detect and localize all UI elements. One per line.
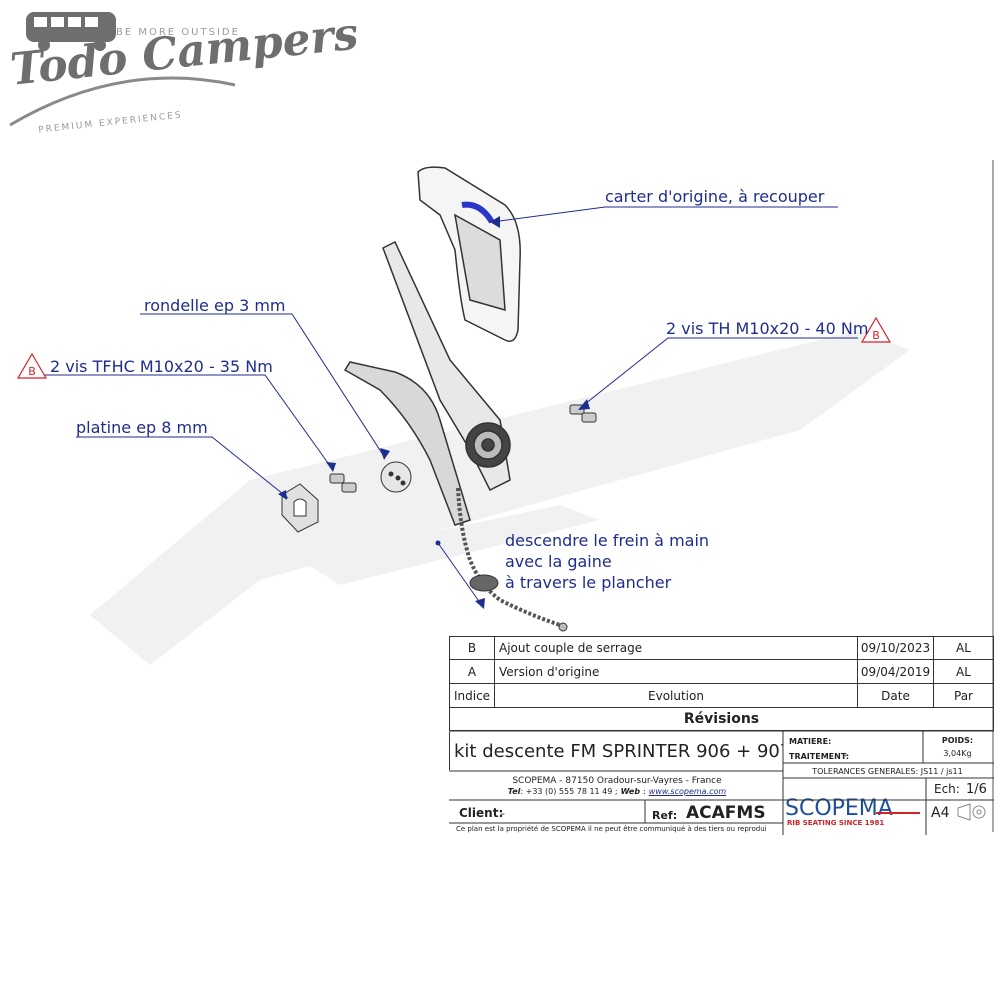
- callout-frein-2: avec la gaine: [505, 552, 612, 571]
- revisions-title: Révisions: [449, 707, 994, 731]
- ech-value: 1/6: [966, 781, 987, 797]
- rev-b-indice: B: [449, 636, 495, 660]
- rib-watermark: [90, 330, 910, 665]
- disclaimer: Ce plan est la propriété de SCOPEMA il n…: [456, 825, 767, 833]
- scopema-tagline: RIB SEATING SINCE 1981: [787, 819, 885, 827]
- company-line: SCOPEMA - 87150 Oradour-sur-Vayres - Fra…: [512, 775, 722, 786]
- kit-title: kit descente FM SPRINTER 906 + 907: [449, 732, 783, 770]
- rev-a-indice: A: [449, 659, 495, 684]
- rev-header-evolution: Evolution: [494, 683, 858, 708]
- ref-value: ACAFMS: [686, 803, 766, 823]
- scopema-brand: SCOPEMA: [785, 796, 893, 820]
- carter-cover: [417, 166, 521, 342]
- callout-vis-tfhc: 2 vis TFHC M10x20 - 35 Nm: [50, 357, 273, 376]
- format: A4: [931, 805, 950, 821]
- warning-triangles: [16, 316, 892, 379]
- rev-a-evolution: Version d'origine: [494, 659, 858, 684]
- callout-platine: platine ep 8 mm: [76, 418, 208, 437]
- callout-frein-3: à travers le plancher: [505, 573, 672, 592]
- arrowheads: [278, 216, 590, 609]
- rev-b-evolution: Ajout couple de serrage: [494, 636, 858, 660]
- rev-header-date: Date: [857, 683, 934, 708]
- tel-label: Tel: [507, 786, 521, 796]
- callout-vis-th: 2 vis TH M10x20 - 40 Nm: [666, 319, 869, 338]
- traitement-label: TRAITEMENT:: [789, 751, 850, 761]
- contact-line: Tel : +33 (0) 555 78 11 49 ; Web : www.s…: [507, 786, 727, 796]
- ech-label: Ech:: [934, 782, 960, 796]
- washer: [380, 461, 412, 493]
- rev-a-date: 09/04/2019: [857, 659, 934, 684]
- callout-carter: carter d'origine, à recouper: [605, 187, 825, 206]
- callout-rondelle: rondelle ep 3 mm: [144, 296, 286, 315]
- rev-b-date: 09/10/2023: [857, 636, 934, 660]
- handbrake-lever: [343, 240, 511, 526]
- traitement-value: -: [844, 751, 848, 761]
- client-label: Client:: [459, 806, 504, 820]
- leader-lines: [40, 206, 858, 608]
- rev-a-par: AL: [933, 659, 994, 684]
- web-link[interactable]: www.scopema.com: [648, 786, 727, 796]
- rev-header-par: Par: [933, 683, 994, 708]
- tfhc-bolts: [329, 473, 357, 493]
- svg-text:B: B: [28, 365, 36, 378]
- ref-label: Ref:: [652, 808, 678, 822]
- logo-tagline-top: BE MORE OUTSIDE: [116, 27, 240, 38]
- brake-cable: [456, 487, 568, 632]
- callout-frein-1: descendre le frein à main: [505, 531, 710, 550]
- tel-value: : +33 (0) 555 78 11 49 ;: [520, 786, 618, 796]
- poids-value: 3,04Kg: [943, 748, 972, 758]
- rev-header-indice: Indice: [449, 683, 495, 708]
- poids-label: POIDS:: [941, 735, 974, 745]
- matiere-label: MATIERE:: [789, 736, 832, 746]
- mounting-plate: [281, 483, 319, 533]
- rev-b-par: AL: [933, 636, 994, 660]
- tolerances: TOLERANCES GENERALES: JS11 / js11: [812, 766, 963, 776]
- svg-text:B: B: [872, 329, 880, 342]
- camper-van-logo: [9, 12, 236, 127]
- client-value: -: [501, 806, 505, 820]
- web-label: Web: [620, 786, 641, 796]
